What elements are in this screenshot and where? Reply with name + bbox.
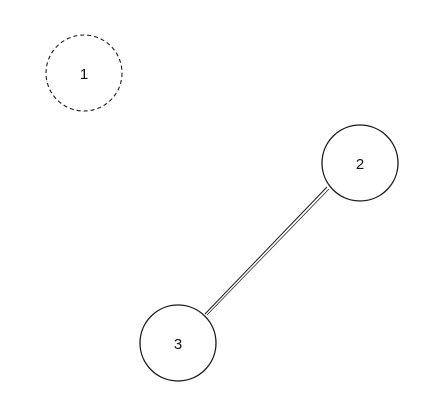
node-1[interactable]: 1 — [45, 34, 123, 112]
edge-2-3 — [204, 186, 330, 316]
node-1-label: 1 — [80, 66, 88, 83]
node-2[interactable]: 2 — [321, 124, 399, 202]
node-3[interactable]: 3 — [139, 304, 217, 382]
node-2-label: 2 — [356, 156, 364, 173]
node-3-label: 3 — [174, 336, 182, 353]
